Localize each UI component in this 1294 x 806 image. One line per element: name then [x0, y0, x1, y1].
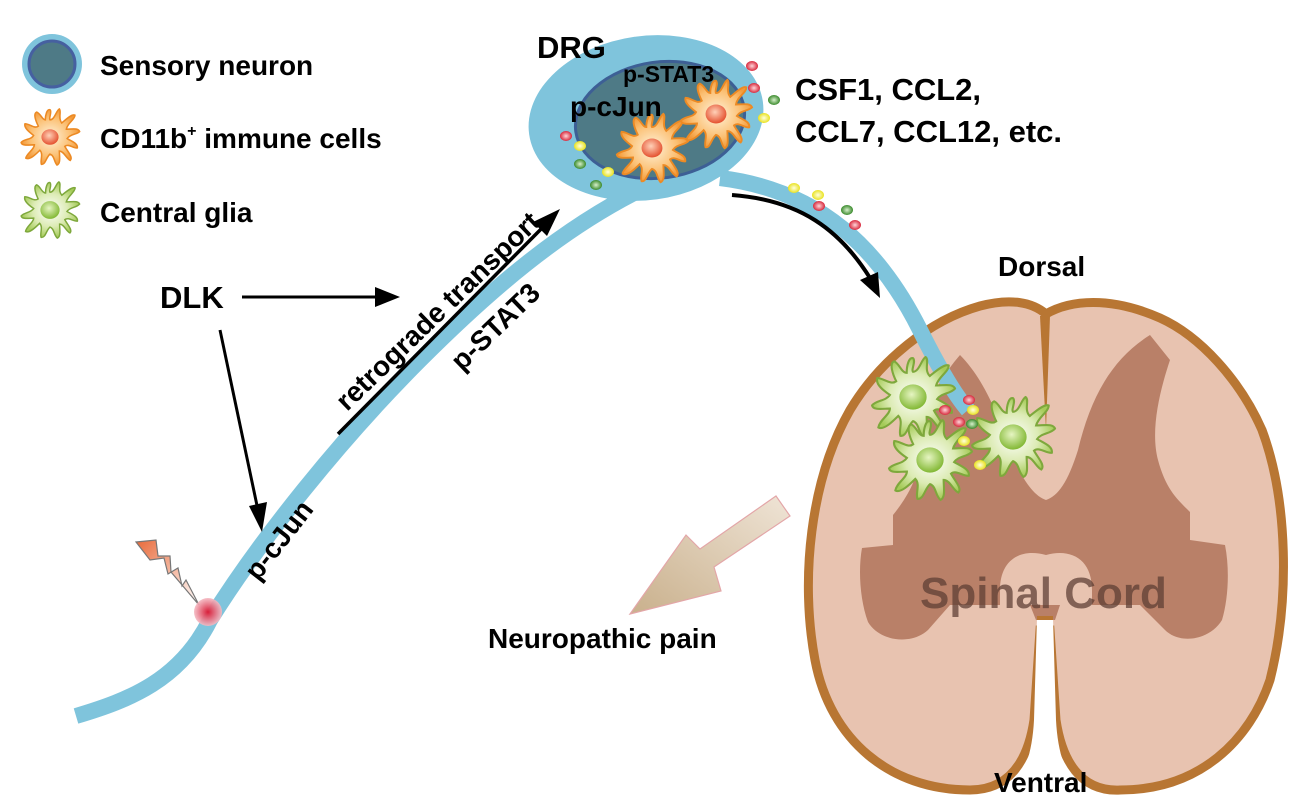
glia-cell-icon — [20, 181, 81, 239]
retrograde-transport-arrow — [336, 218, 552, 436]
ventral-label: Ventral — [994, 767, 1087, 798]
drg-to-spinal-arrow — [731, 193, 872, 280]
drg-pcjun-label: p-cJun — [570, 91, 662, 122]
sensory-neuron-icon — [22, 34, 82, 94]
cytokine-dots-spinal — [939, 395, 986, 470]
neuropathic-pain-arrow — [628, 495, 791, 615]
legend: Sensory neuron CD11b+ immune cells Centr… — [20, 34, 382, 239]
spinal-cord-title: Spinal Cord — [920, 569, 1167, 618]
cytokine-dots-drg — [560, 61, 861, 230]
dorsal-sulcus — [1040, 316, 1050, 430]
drg-label: DRG — [537, 30, 606, 65]
dorsal-label: Dorsal — [998, 251, 1085, 282]
cytokines-line-2: CCL7, CCL12, etc. — [795, 114, 1062, 149]
neuropathic-pain-label: Neuropathic pain — [488, 623, 717, 654]
injury-site — [134, 539, 222, 626]
central-white — [1000, 553, 1092, 605]
immune-cell-icon — [20, 108, 81, 166]
ventral-fissure — [1000, 618, 1090, 796]
legend-label-central-glia: Central glia — [100, 197, 253, 228]
spinal-cord: Spinal Cord — [803, 297, 1288, 796]
dlk-label: DLK — [160, 280, 224, 315]
arrows — [218, 193, 880, 532]
drg-pstat3-label: p-STAT3 — [623, 61, 714, 87]
lightning-bolt-icon — [134, 539, 200, 606]
legend-label-sensory-neuron: Sensory neuron — [100, 50, 313, 81]
dlk-to-pcjun-arrow — [218, 329, 261, 516]
cytokines-line-1: CSF1, CCL2, — [795, 72, 981, 107]
legend-label-immune-cells: CD11b+ immune cells — [100, 123, 382, 154]
